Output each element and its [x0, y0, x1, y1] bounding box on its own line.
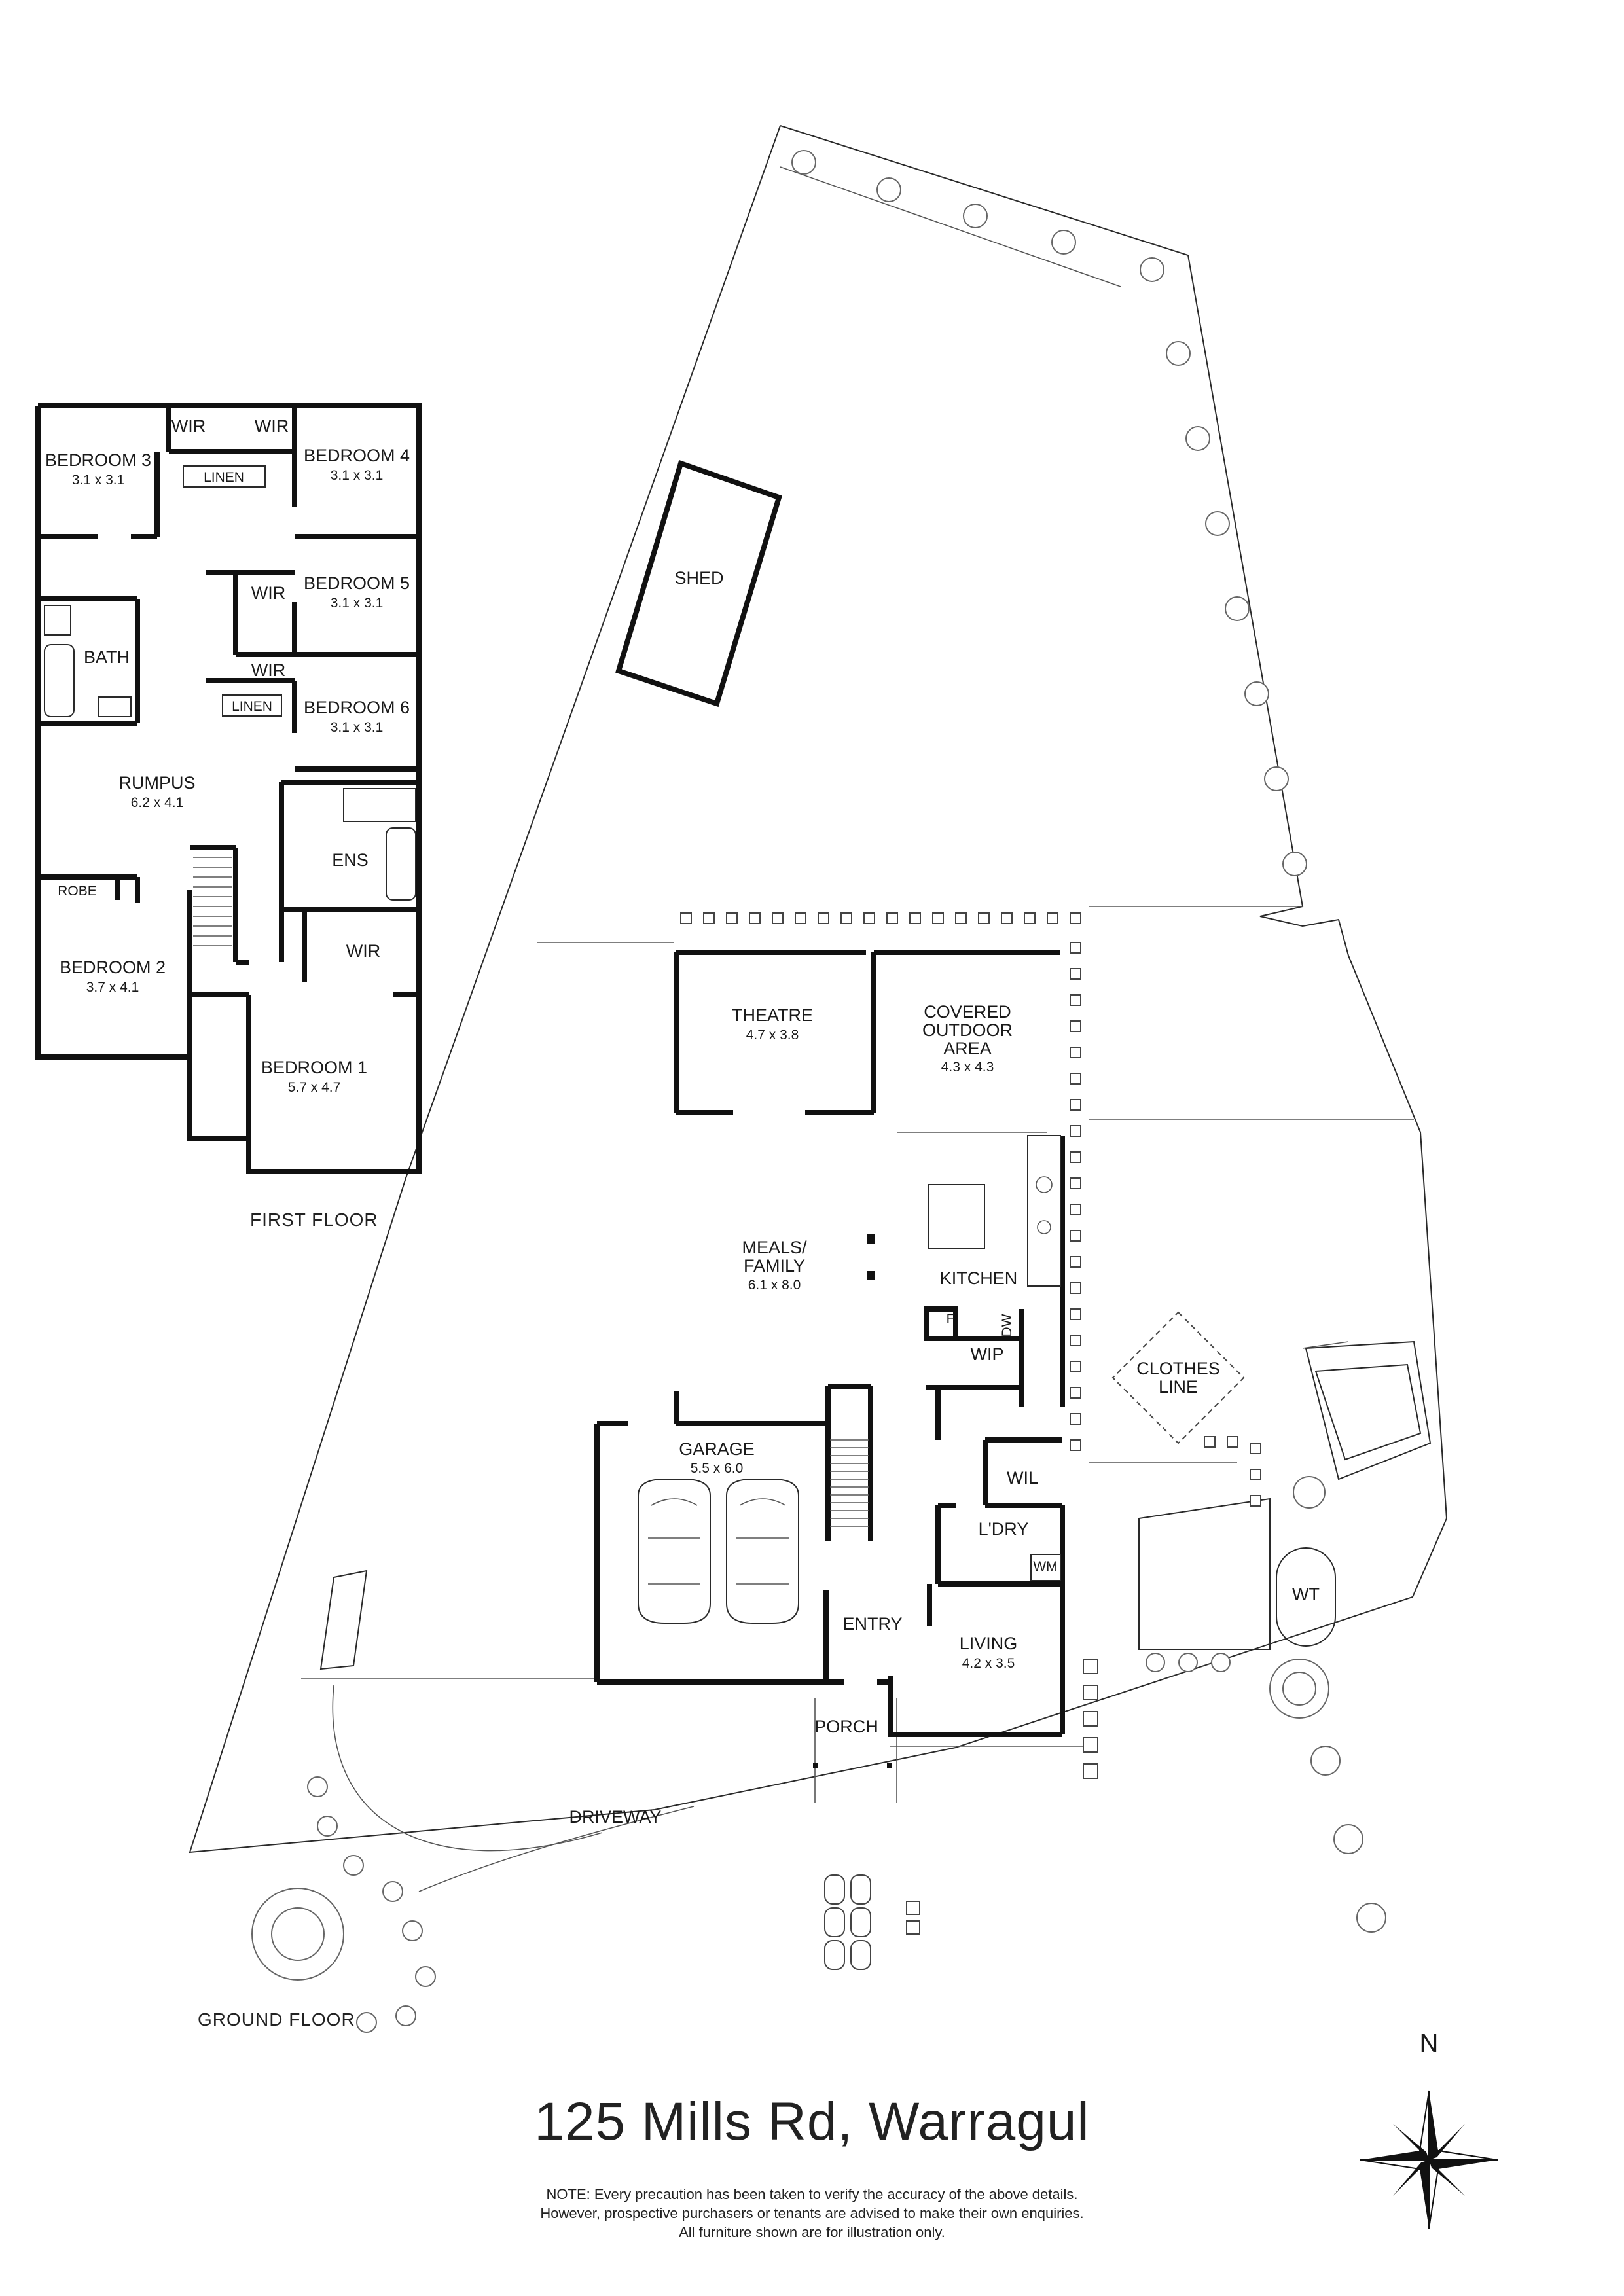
linen-top-label: LINEN	[204, 470, 244, 485]
wip-label: WIP	[971, 1344, 1004, 1364]
robe-label: ROBE	[58, 884, 97, 899]
shed	[615, 459, 782, 708]
pavers	[680, 912, 1261, 1970]
wir-b1-label: WIR	[346, 941, 380, 961]
driveway-label: DRIVEWAY	[569, 1807, 661, 1827]
bedroom1-name: BEDROOM 1	[261, 1058, 367, 1077]
covered-line2: OUTDOOR	[922, 1020, 1013, 1040]
bedroom2-size: 3.7 x 4.1	[86, 980, 139, 995]
clothes-line2: LINE	[1159, 1377, 1198, 1397]
rumpus-size: 6.2 x 4.1	[131, 795, 184, 810]
ground-floor-label: GROUND FLOOR	[198, 2009, 355, 2030]
clothes-line1: CLOTHES	[1136, 1359, 1220, 1378]
covered-line1: COVERED	[924, 1002, 1011, 1022]
fridge-label: F	[947, 1312, 955, 1327]
ground-floor-house	[594, 950, 1065, 1768]
linen-mid-label: LINEN	[232, 699, 272, 714]
theatre-name: THEATRE	[732, 1005, 813, 1025]
bedroom3-size: 3.1 x 3.1	[72, 473, 125, 488]
disclaimer-note: NOTE: Every precaution has been taken to…	[0, 2185, 1624, 2242]
first-floor-label: FIRST FLOOR	[250, 1210, 378, 1230]
compass-rose-icon	[1360, 2090, 1498, 2229]
note-line-2: However, prospective purchasers or tenan…	[540, 2205, 1084, 2221]
note-line-1: NOTE: Every precaution has been taken to…	[546, 2186, 1078, 2202]
covered-line3: AREA	[943, 1039, 992, 1058]
bedroom6-name: BEDROOM 6	[304, 698, 410, 717]
bedroom5-name: BEDROOM 5	[304, 573, 410, 593]
wir-b3-label: WIR	[171, 416, 206, 436]
kitchen-label: KITCHEN	[940, 1268, 1018, 1288]
bedroom6-size: 3.1 x 3.1	[331, 720, 384, 735]
wt-label: WT	[1292, 1585, 1320, 1604]
meals-line2: FAMILY	[744, 1256, 805, 1276]
bedroom5-size: 3.1 x 3.1	[331, 596, 384, 611]
clothes-line-diamond	[1111, 1311, 1245, 1444]
wir-b5-label: WIR	[251, 583, 285, 603]
porch-label: PORCH	[814, 1717, 878, 1736]
bedroom4-size: 3.1 x 3.1	[331, 468, 384, 483]
dw-label: DW	[1000, 1314, 1015, 1336]
garage-size: 5.5 x 6.0	[691, 1461, 744, 1476]
boundary-trees	[251, 150, 1386, 2033]
first-floor-house	[35, 403, 422, 1174]
wir-b6-label: WIR	[251, 660, 285, 680]
water-tank-shape	[1276, 1547, 1336, 1647]
ens-label: ENS	[332, 850, 369, 870]
theatre-size: 4.7 x 3.8	[746, 1028, 799, 1043]
living-size: 4.2 x 3.5	[962, 1656, 1015, 1671]
shed-label: SHED	[674, 568, 723, 588]
bedroom1-size: 5.7 x 4.7	[288, 1080, 341, 1095]
rumpus-name: RUMPUS	[118, 773, 195, 793]
note-line-3: All furniture shown are for illustration…	[679, 2224, 945, 2240]
covered-size: 4.3 x 4.3	[941, 1060, 994, 1075]
living-name: LIVING	[960, 1634, 1018, 1653]
wm-label: WM	[1033, 1559, 1057, 1574]
north-label: N	[1420, 2029, 1439, 2058]
bedroom3-name: BEDROOM 3	[45, 450, 151, 470]
ldry-label: L'DRY	[979, 1519, 1029, 1539]
meals-size: 6.1 x 8.0	[748, 1278, 801, 1293]
property-title: 125 Mills Rd, Warragul	[534, 2092, 1090, 2151]
site-boundary	[189, 125, 1448, 1892]
wil-label: WIL	[1007, 1468, 1038, 1488]
bath-label: BATH	[84, 647, 130, 667]
wir-b4-label: WIR	[255, 416, 289, 436]
bedroom2-name: BEDROOM 2	[60, 958, 166, 977]
entry-label: ENTRY	[842, 1614, 902, 1634]
meals-line1: MEALS/	[742, 1238, 807, 1257]
garage-name: GARAGE	[679, 1439, 755, 1459]
bedroom4-name: BEDROOM 4	[304, 446, 410, 465]
